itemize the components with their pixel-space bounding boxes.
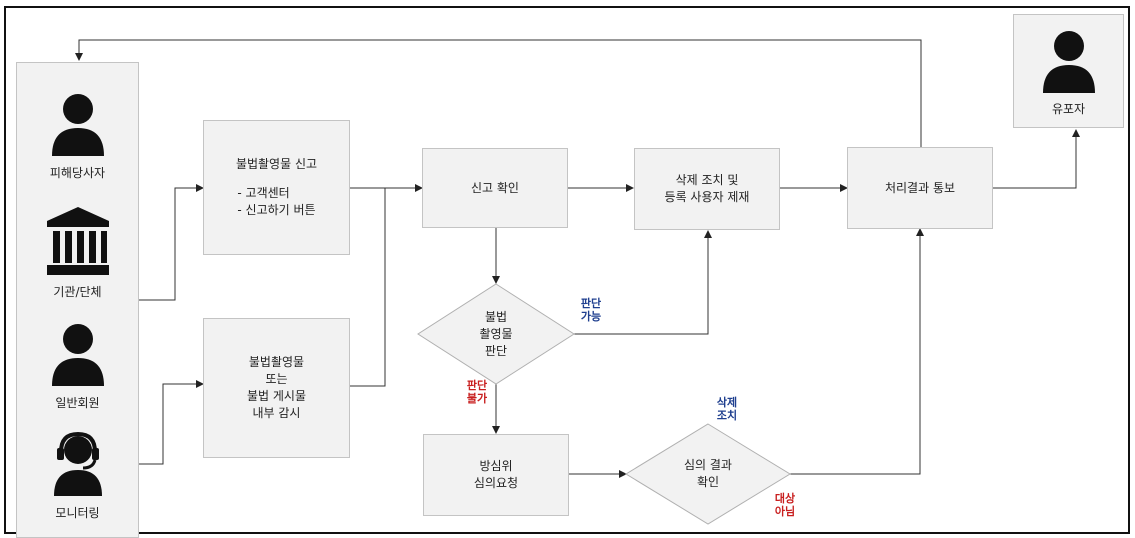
delete-box: 삭제 조치 및 등록 사용자 제재 [634, 148, 780, 230]
line-decision2-to-result [790, 228, 924, 475]
line-result-feedback [75, 39, 922, 147]
actor-label: 모니터링 [55, 506, 100, 520]
actor-victim: 피해당사자 [16, 92, 139, 181]
person-icon [51, 324, 104, 386]
line-decision-to-delete [574, 230, 712, 335]
decision-review-text: 심의 결과 확인 [658, 457, 758, 491]
monitor-line: 내부 감시 [252, 406, 301, 420]
review-line: 심의요청 [473, 476, 519, 490]
distributor-label: 유포자 [1051, 102, 1086, 116]
institution-icon [46, 207, 109, 275]
edge-label-judgeable: 판단 가능 [576, 297, 606, 323]
actor-institution: 기관/단체 [16, 205, 139, 300]
decision-line: 심의 결과 [684, 458, 732, 472]
decision-line: 촬영물 [479, 327, 513, 341]
confirm-box-label: 신고 확인 [471, 180, 519, 195]
actor-monitoring: 모니터링 [16, 432, 139, 521]
edge-line: 아님 [774, 505, 796, 518]
edge-label-not-target: 대상 아님 [770, 492, 800, 518]
headset-operator-icon [53, 432, 102, 496]
edge-label-delete-action: 삭제 조치 [712, 396, 742, 422]
report-item-report-button: - 신고하기 버튼 [237, 203, 316, 217]
edge-line: 삭제 [716, 396, 738, 409]
result-box: 처리결과 통보 [847, 147, 993, 229]
decision-diamond-review [625, 423, 791, 525]
confirm-box: 신고 확인 [422, 148, 568, 228]
edge-line: 조치 [716, 409, 738, 422]
decision-diamond-illegal [417, 283, 575, 385]
monitor-line: 불법 게시물 [246, 389, 306, 403]
edge-line: 판단 [466, 379, 488, 392]
actor-member: 일반회원 [16, 322, 139, 411]
edge-line: 가능 [580, 310, 602, 323]
actor-label: 기관/단체 [53, 285, 102, 299]
report-item-call-center: - 고객센터 [237, 186, 290, 200]
line-result-to-distributor [993, 129, 1080, 189]
decision-illegal-text: 불법 촬영물 판단 [446, 309, 546, 360]
person-icon [1042, 31, 1095, 93]
distributor-box: 유포자 [1013, 14, 1124, 128]
decision-line: 확인 [696, 475, 720, 489]
line-lane-to-monitor [119, 380, 204, 465]
line-lane-to-report [139, 184, 204, 301]
monitor-line: 또는 [265, 372, 288, 386]
actor-label: 일반회원 [55, 396, 100, 410]
review-request-box: 방심위 심의요청 [423, 434, 569, 516]
monitor-line: 불법촬영물 [248, 355, 305, 369]
monitor-box: 불법촬영물 또는 불법 게시물 내부 감시 [203, 318, 350, 458]
edge-line: 불가 [466, 392, 488, 405]
edge-line: 판단 [580, 297, 602, 310]
decision-line: 불법 [484, 310, 508, 324]
decision-line: 판단 [484, 344, 508, 358]
edge-label-not-judgeable: 판단 불가 [462, 379, 492, 405]
edge-line: 대상 [774, 492, 796, 505]
delete-line: 삭제 조치 및 [675, 173, 739, 187]
report-box: 불법촬영물 신고 - 고객센터 - 신고하기 버튼 [203, 120, 350, 255]
line-monitor-to-confirm [350, 188, 386, 387]
person-icon [51, 94, 104, 156]
review-line: 방심위 [479, 459, 513, 473]
diagram-frame [4, 6, 1130, 534]
actor-label: 피해당사자 [49, 166, 106, 180]
report-box-title: 불법촬영물 신고 [235, 157, 318, 171]
result-box-label: 처리결과 통보 [884, 180, 956, 195]
delete-line: 등록 사용자 제재 [664, 190, 750, 204]
